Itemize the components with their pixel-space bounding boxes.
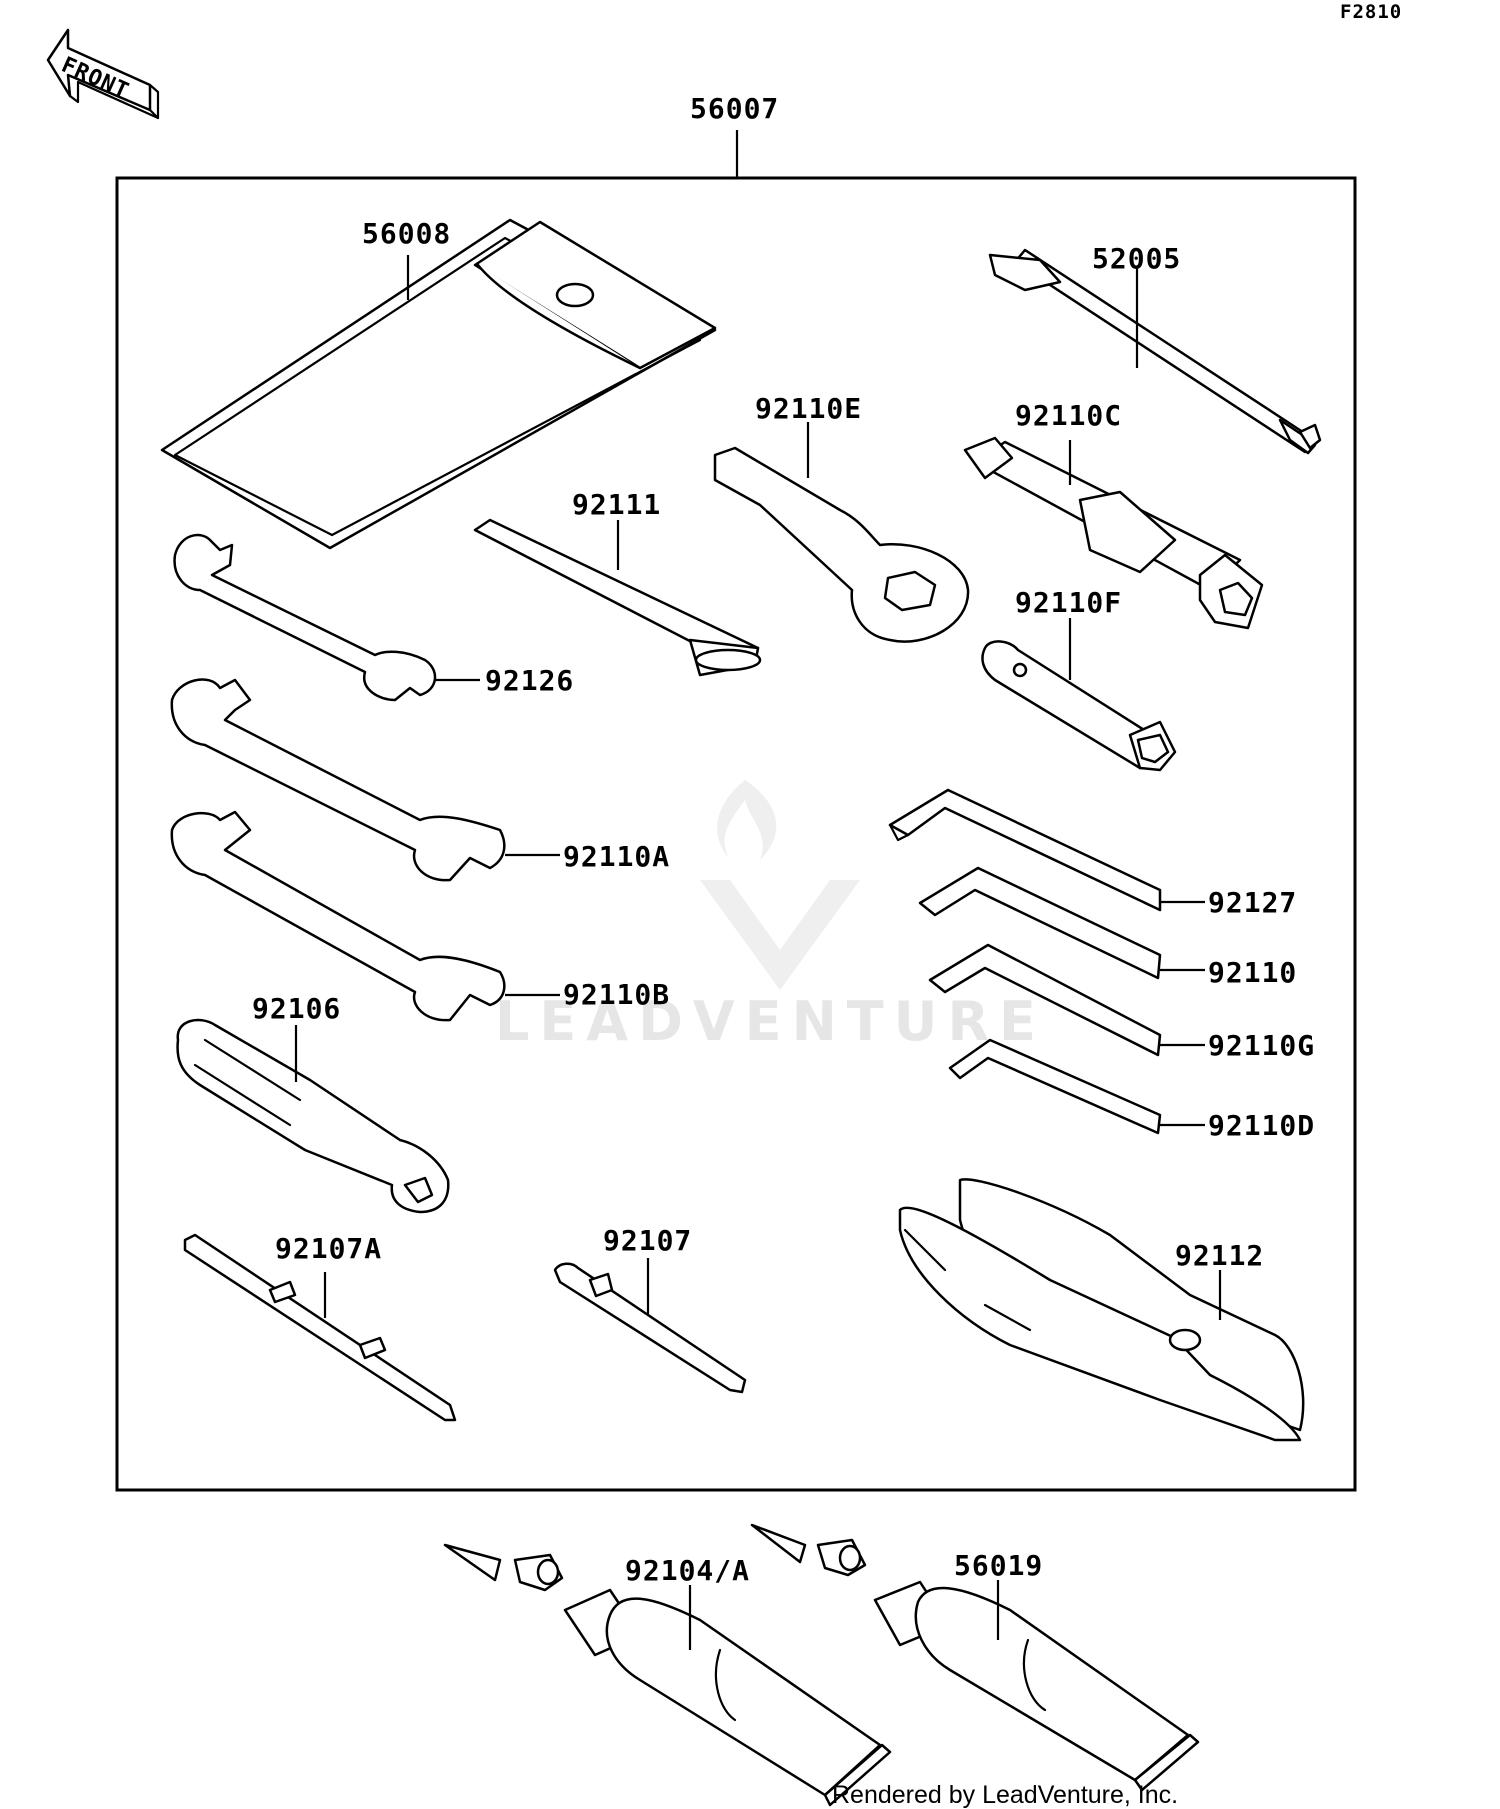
screwdriver-92107A	[183, 1233, 457, 1422]
callout-92126: 92126	[485, 664, 574, 697]
wrench-92110F	[981, 640, 1177, 772]
callout-92127: 92127	[1208, 886, 1297, 919]
callout-92106: 92106	[252, 992, 341, 1025]
callout-92107A: 92107A	[275, 1232, 382, 1265]
bar-92111	[473, 518, 762, 677]
callout-92110: 92110	[1208, 956, 1297, 989]
callout-56019: 56019	[954, 1549, 1043, 1582]
hex-key-92127	[888, 788, 1162, 912]
callout-56008: 56008	[362, 217, 451, 250]
callout-92112: 92112	[1175, 1239, 1264, 1272]
watermark-logo	[700, 780, 860, 990]
credit-text: Rendered by LeadVenture, Inc.	[832, 1781, 1178, 1809]
hex-key-92110G	[928, 943, 1162, 1057]
wrench-92110B	[170, 810, 506, 1022]
callout-92110C: 92110C	[1015, 399, 1122, 432]
screwdriver-92107	[553, 1262, 747, 1394]
hex-key-92110D	[948, 1038, 1162, 1135]
wrench-92110C	[963, 436, 1264, 630]
pliers-92112	[898, 1178, 1305, 1442]
callout-92110E: 92110E	[755, 392, 862, 425]
callout-92110A: 92110A	[563, 840, 670, 873]
callout-52005: 52005	[1092, 242, 1181, 275]
callout-92110B: 92110B	[563, 978, 670, 1011]
callout-92110G: 92110G	[1208, 1029, 1315, 1062]
callout-92110D: 92110D	[1208, 1109, 1315, 1142]
hex-key-92110	[918, 866, 1162, 980]
wrench-92126	[173, 533, 437, 702]
watermark-text: LEADVENTURE	[495, 990, 1046, 1053]
figure-code: F2810	[1340, 1, 1402, 23]
wrench-92110E	[713, 446, 970, 643]
wrench-92110A	[170, 678, 506, 882]
tube-56019	[750, 1523, 1200, 1792]
front-arrow-icon	[46, 28, 160, 120]
handle-92106	[176, 1018, 450, 1214]
callout-92111: 92111	[572, 488, 661, 521]
tube-92104A	[443, 1543, 892, 1807]
callout-56007: 56007	[690, 92, 779, 125]
tool-52005	[988, 248, 1322, 455]
tool-pouch-56008	[160, 218, 717, 550]
callout-92107: 92107	[603, 1224, 692, 1257]
callout-92104A: 92104/A	[625, 1554, 750, 1587]
callout-92110F: 92110F	[1015, 586, 1122, 619]
